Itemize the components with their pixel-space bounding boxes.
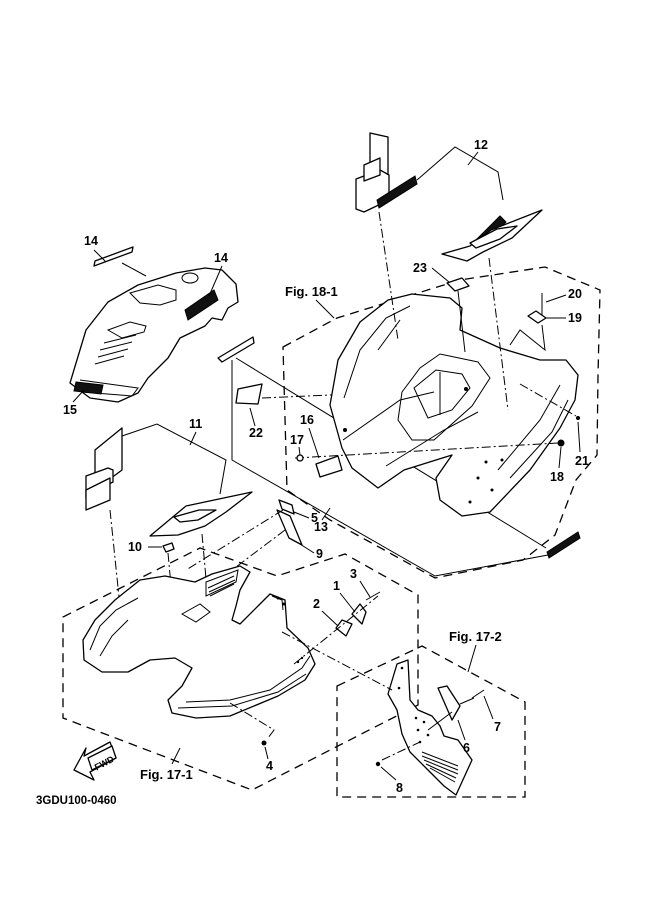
leader-14-top-to-cover <box>121 262 147 277</box>
callout-4: 4 <box>266 759 273 773</box>
part-17-screw[interactable] <box>296 454 304 462</box>
leader-12 <box>467 151 479 166</box>
fig-17-1-label: Fig. 17-1 <box>140 767 193 782</box>
fig-17-1-leader <box>171 747 181 765</box>
leader-20 <box>545 294 567 303</box>
forward-direction-arrow: FWD <box>73 741 117 781</box>
callout-11: 11 <box>189 417 202 431</box>
leader-14-top <box>93 249 107 263</box>
part-11-front-decal-set[interactable] <box>85 423 253 537</box>
rear-fender-assembly <box>329 293 579 517</box>
callout-18: 18 <box>550 470 564 484</box>
part-5-label[interactable] <box>278 499 295 515</box>
part-10-label[interactable] <box>162 542 175 553</box>
part-22-label[interactable] <box>235 383 263 405</box>
fig-17-2-leader <box>467 644 477 673</box>
callout-20: 20 <box>568 287 582 301</box>
fig-17-2-label: Fig. 17-2 <box>449 629 502 644</box>
leader-18 <box>558 446 562 469</box>
part-15-front-decal[interactable] <box>73 381 104 395</box>
part-13-decal-strip[interactable] <box>217 336 255 363</box>
leader-13 <box>321 507 331 521</box>
fig-17-1-group-box <box>62 547 419 791</box>
callout-1: 1 <box>333 579 340 593</box>
callout-7: 7 <box>494 720 501 734</box>
part-4-grommet[interactable] <box>261 740 267 746</box>
fig-18-1-group-box <box>282 266 601 579</box>
callout-6: 6 <box>463 741 470 755</box>
part-12-rear-decal-set[interactable] <box>355 132 543 262</box>
leader-13-outline <box>231 360 549 577</box>
leader-6 <box>457 719 466 741</box>
leader-16 <box>308 427 320 459</box>
callout-3: 3 <box>350 567 357 581</box>
part-21-screw[interactable] <box>576 416 580 420</box>
leader-11 <box>189 431 197 446</box>
callout-8: 8 <box>396 781 403 795</box>
leader-3 <box>359 580 371 598</box>
leader-15 <box>72 389 85 403</box>
callout-10: 10 <box>128 540 142 554</box>
callout-14-top: 14 <box>84 234 98 248</box>
callout-13: 13 <box>314 520 328 534</box>
callout-15: 15 <box>63 403 77 417</box>
leader-5 <box>293 511 310 519</box>
leader-22 <box>249 407 256 427</box>
leader-7 <box>483 695 494 720</box>
part-14-decal-small[interactable] <box>93 246 134 267</box>
part-7-screw[interactable] <box>471 689 485 699</box>
drawing-code: 3GDU100-0460 <box>36 795 117 807</box>
callout-23: 23 <box>413 261 427 275</box>
leader-8 <box>380 766 397 781</box>
leader-17 <box>298 446 301 456</box>
front-tank-cover <box>69 267 239 403</box>
callout-19: 19 <box>568 311 582 325</box>
callout-16: 16 <box>300 413 314 427</box>
part-2-bracket[interactable] <box>335 619 353 637</box>
leader-1 <box>339 592 356 613</box>
part-9-label[interactable] <box>276 509 303 546</box>
leader-2 <box>321 610 339 627</box>
part-19-nut[interactable] <box>527 310 547 324</box>
callout-14-side: 14 <box>214 251 228 265</box>
part-8-grommet[interactable] <box>375 761 381 767</box>
fig-18-1-label: Fig. 18-1 <box>285 284 338 299</box>
callout-5: 5 <box>311 511 318 525</box>
part-13-decal-end <box>546 531 581 559</box>
fig-17-2-group-box <box>336 645 526 798</box>
leader-9 <box>299 543 315 554</box>
fig-18-1-leader <box>315 299 335 319</box>
footrest-flap-assembly <box>387 659 473 796</box>
part-3-screw[interactable] <box>365 591 381 601</box>
leader-21 <box>577 421 581 453</box>
part-14-side-decal[interactable] <box>184 289 219 321</box>
callout-21: 21 <box>575 454 589 468</box>
front-fender-assembly <box>82 565 316 719</box>
part-18-grommet[interactable] <box>557 439 565 447</box>
part-16-plate[interactable] <box>315 455 343 478</box>
callout-2: 2 <box>313 597 320 611</box>
callout-9: 9 <box>316 547 323 561</box>
callout-12: 12 <box>474 138 488 152</box>
callout-17: 17 <box>290 433 304 447</box>
part-6-plate[interactable] <box>437 685 461 721</box>
warrior-decal-left <box>376 175 418 209</box>
leader-4 <box>264 746 269 760</box>
callout-22: 22 <box>249 426 263 440</box>
leader-14-side <box>208 265 223 297</box>
part-23-label[interactable] <box>446 277 470 292</box>
leader-23 <box>431 267 450 283</box>
